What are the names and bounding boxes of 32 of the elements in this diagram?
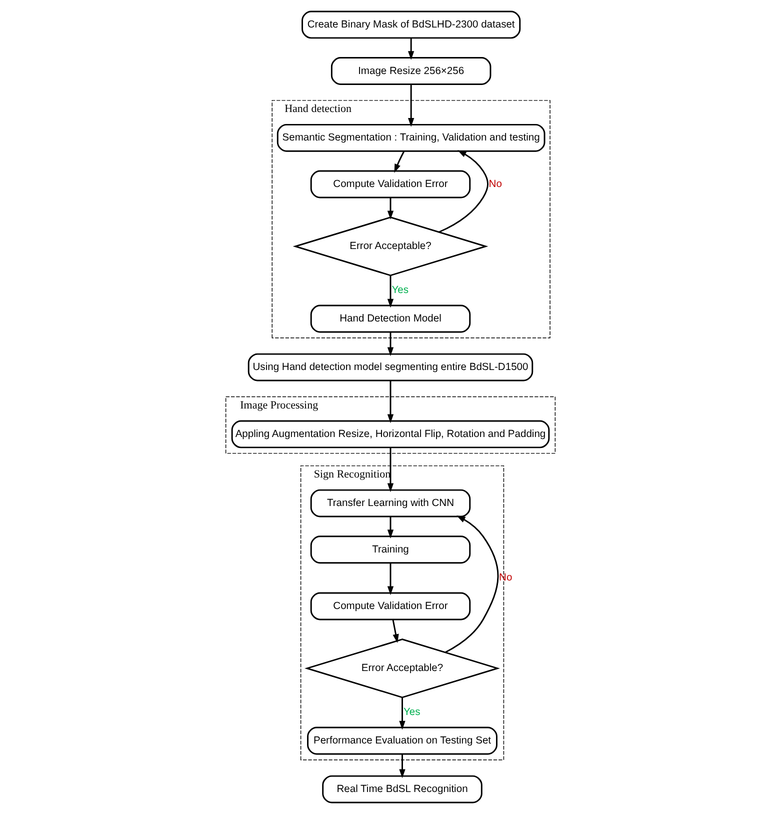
node-box: Semantic Segmentation : Training, Validation and testing xyxy=(276,124,545,152)
node-box: Compute Validation Error xyxy=(310,592,470,620)
arrow xyxy=(394,151,404,173)
arrow xyxy=(386,380,394,424)
node-box: Real Time BdSL Recognition xyxy=(322,775,482,804)
node-box: Image Resize 256×256 xyxy=(330,57,491,85)
node-box: Using Hand detection model segmenting entire BdSL-D1500 xyxy=(247,353,533,382)
node-diamond: Error Acceptable? xyxy=(304,638,500,698)
arrow xyxy=(386,332,394,356)
arrow xyxy=(386,448,394,492)
node-box: Training xyxy=(310,536,470,564)
edge-label: Yes xyxy=(403,707,420,718)
node-box: Create Binary Mask of BdSLHD-2300 dataset xyxy=(301,10,520,39)
edge-label: Yes xyxy=(391,285,408,296)
node-box: Performance Evaluation on Testing Set xyxy=(306,726,497,755)
arrow xyxy=(392,619,398,643)
node-box: Transfer Learning with CNN xyxy=(310,489,470,518)
arrow xyxy=(398,754,405,778)
arrow xyxy=(386,516,394,538)
arrow xyxy=(386,198,394,220)
node-box: Compute Validation Error xyxy=(310,170,470,198)
node-box: Hand Detection Model xyxy=(310,304,470,333)
arrow xyxy=(386,276,394,308)
arrow xyxy=(407,84,414,127)
arrow xyxy=(386,562,394,596)
arrow xyxy=(407,38,414,60)
node-box: Appling Augmentation Resize, Horizontal Flip, Rotation and Padding xyxy=(230,420,550,448)
arrow xyxy=(438,150,488,233)
edge-label: No xyxy=(488,178,502,190)
arrow xyxy=(444,516,498,654)
arrow xyxy=(398,698,405,730)
node-diamond: Error Acceptable? xyxy=(292,216,488,276)
